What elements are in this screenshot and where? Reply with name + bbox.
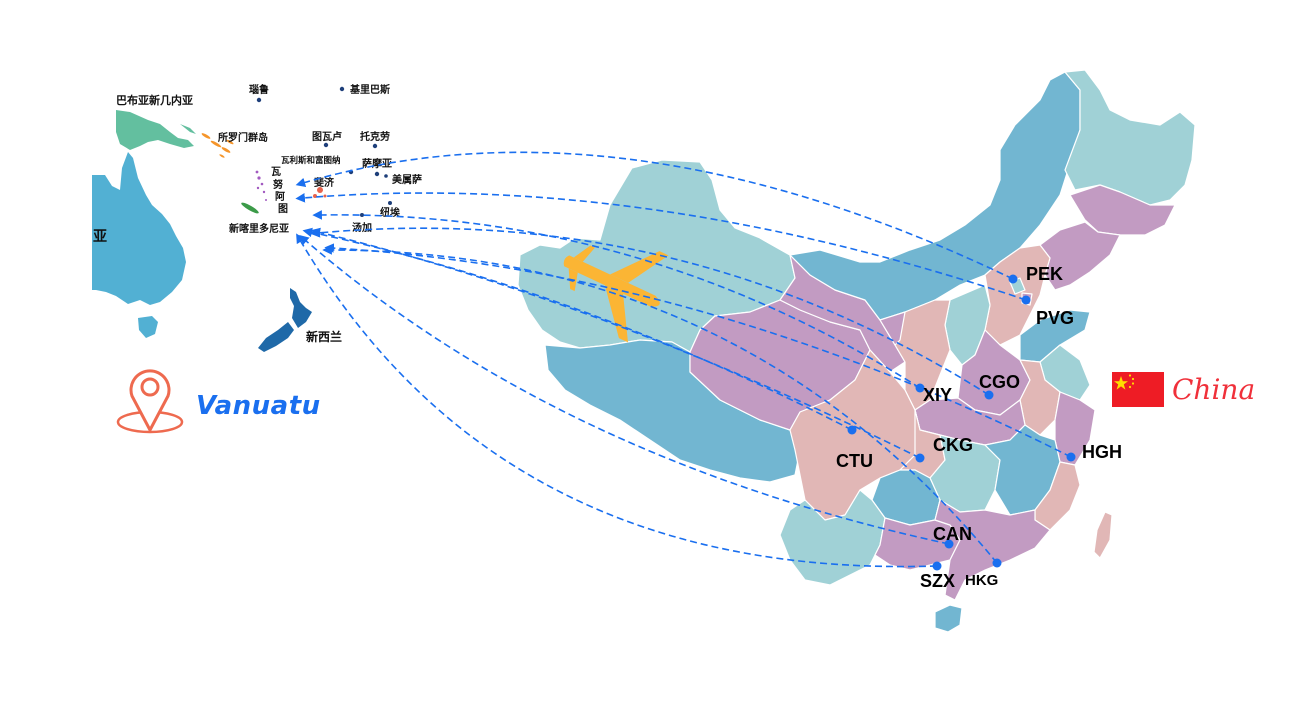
- vanuatu-label: Vanuatu: [196, 391, 321, 421]
- province-guangxi: [874, 517, 961, 571]
- label-wallis: 瓦利斯和富图纳: [281, 155, 341, 166]
- label-niue: 纽埃: [380, 206, 401, 219]
- route-pvg-vanuatu: [295, 192, 1027, 301]
- airport-dot-pvg: [1021, 295, 1031, 305]
- png-island: [180, 124, 196, 134]
- province-yunnan: [779, 489, 886, 586]
- route-can-vanuatu: [299, 234, 950, 545]
- china-flag-icon: [1112, 372, 1164, 407]
- airport-label-can: CAN: [933, 524, 972, 544]
- solomon-islands: [201, 133, 234, 158]
- airport-label-pvg: PVG: [1036, 308, 1074, 328]
- label-american-samoa: 美属萨: [392, 173, 422, 186]
- route-pek-vanuatu: [295, 151, 1014, 280]
- airport-dot-cgo: [984, 390, 994, 400]
- airport-dot-hgh: [1066, 452, 1076, 462]
- label-australia: 亚: [93, 229, 107, 245]
- province-heilongjiang: [1064, 69, 1196, 206]
- route-szx-vanuatu: [296, 233, 938, 568]
- new-zealand-north: [290, 288, 312, 328]
- airport-label-xiy: XIY: [923, 385, 952, 405]
- label-tonga: 汤加: [352, 221, 372, 234]
- route-cgo-vanuatu: [310, 227, 990, 396]
- airport-dot-can: [944, 539, 954, 549]
- route-hkg-vanuatu: [322, 245, 998, 564]
- airport-dot-hkg: [992, 558, 1002, 568]
- airport-dot-xiy: [915, 383, 925, 393]
- island-dots: [256, 86, 392, 217]
- label-kiribati: 基里巴斯: [349, 83, 390, 96]
- airport-dot-pek: [1008, 274, 1018, 284]
- china-label: China: [1172, 373, 1256, 406]
- routes-layer: [295, 151, 1072, 568]
- airport-label-hgh: HGH: [1082, 442, 1122, 462]
- vanuatu-islands: [255, 170, 267, 201]
- province-hainan: [934, 604, 963, 633]
- fiji-islands: [313, 187, 327, 198]
- route-hgh-vanuatu: [324, 243, 1072, 458]
- airport-dots-layer: [847, 274, 1076, 571]
- route-xiy-vanuatu: [312, 210, 921, 389]
- airport-dot-szx: [932, 561, 942, 571]
- label-vanuatu-1: 瓦: [271, 166, 281, 178]
- label-samoa: 萨摩亚: [362, 157, 392, 170]
- label-png: 巴布亚新几内亚: [116, 93, 193, 107]
- china-map: [517, 69, 1196, 633]
- airport-label-ctu: CTU: [836, 451, 873, 471]
- airport-label-cgo: CGO: [979, 372, 1020, 392]
- china-legend: China: [1112, 372, 1255, 407]
- airport-label-szx: SZX: [920, 571, 955, 591]
- province-taiwan: [1093, 511, 1113, 559]
- province-ningxia: [879, 311, 906, 346]
- new-caledonia: [241, 202, 259, 214]
- label-tuvalu: 图瓦卢: [312, 130, 342, 143]
- label-nauru: 瑙鲁: [249, 83, 269, 96]
- airport-label-pek: PEK: [1026, 264, 1063, 284]
- airport-label-hkg: HKG: [965, 572, 998, 589]
- new-zealand-south: [258, 322, 294, 352]
- location-pin-icon: [116, 369, 184, 434]
- australia-landmass: [92, 152, 186, 305]
- vanuatu-legend: Vanuatu: [116, 366, 321, 436]
- label-vanuatu-3: 阿: [275, 191, 285, 203]
- label-new-zealand: 新西兰: [306, 329, 342, 344]
- label-fiji: 斐济: [314, 176, 335, 189]
- label-vanuatu-4: 图: [278, 203, 288, 215]
- label-solomon: 所罗门群岛: [218, 131, 268, 144]
- label-vanuatu-2: 努: [273, 178, 283, 191]
- label-new-caledonia: 新喀里多尼亚: [229, 222, 289, 235]
- airport-dot-ckg: [915, 453, 925, 463]
- tasmania: [138, 316, 158, 338]
- png-landmass: [116, 110, 194, 150]
- province-anhui: [1019, 359, 1061, 436]
- airport-dot-ctu: [847, 425, 857, 435]
- airport-label-ckg: CKG: [933, 435, 973, 455]
- label-tokelau: 托克劳: [360, 130, 390, 143]
- pacific-region: 巴布亚新几内亚 瑙鲁 基里巴斯 所罗门群岛 图瓦卢 托克劳 瓦利斯和富图纳 萨摩…: [92, 83, 422, 352]
